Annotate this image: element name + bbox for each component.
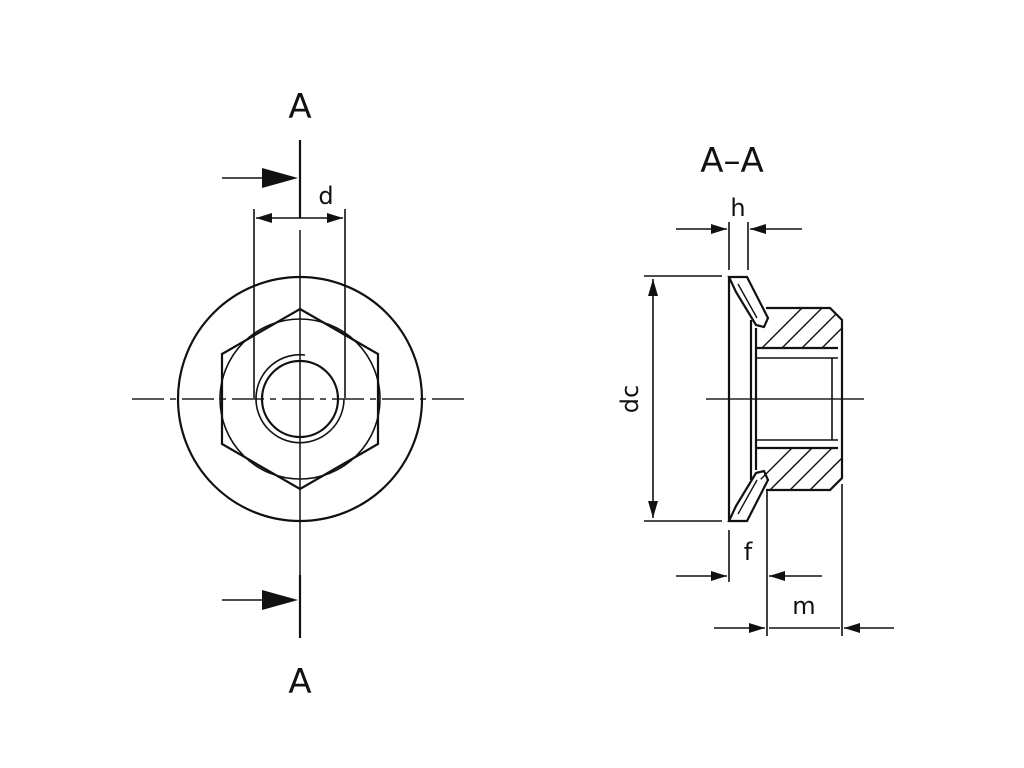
section-view: A–A h dc <box>616 141 894 636</box>
dimension-f-label: f <box>744 538 753 566</box>
hatch-line <box>737 283 758 319</box>
arrow-head-icon <box>711 571 727 581</box>
section-label-top: A <box>288 87 311 127</box>
flange-lip-bottom <box>727 469 770 523</box>
section-label-bottom: A <box>288 662 311 702</box>
flange-lip-top <box>727 275 770 329</box>
arrow-head-icon <box>749 623 765 633</box>
arrow-head-icon <box>769 571 785 581</box>
dimension-m-label: m <box>792 592 815 620</box>
dimension-h-label: h <box>730 194 745 222</box>
dimension-dc-label: dc <box>616 385 644 413</box>
arrow-head-icon <box>648 279 658 296</box>
chamfer-circle <box>219 318 381 480</box>
arrow-head-icon <box>327 213 343 223</box>
bore-circle <box>260 359 340 439</box>
arrow-head-icon <box>262 168 298 188</box>
arrow-head-icon <box>262 590 298 610</box>
dimension-d-label: d <box>318 182 333 210</box>
hatching-bottom <box>756 448 842 490</box>
hexagon-outline <box>220 307 380 491</box>
hatch-line <box>737 479 758 515</box>
flange-circle <box>176 275 424 523</box>
thread-major-arc <box>255 353 345 444</box>
arrow-head-icon <box>648 501 658 518</box>
arrow-head-icon <box>750 224 766 234</box>
arrow-head-icon <box>256 213 272 223</box>
section-view-title: A–A <box>700 141 764 181</box>
hatching-top <box>756 308 842 348</box>
arrow-head-icon <box>844 623 860 633</box>
front-view: A d A <box>132 87 470 702</box>
arrow-head-icon <box>711 224 727 234</box>
nut-body-outline <box>766 306 844 492</box>
